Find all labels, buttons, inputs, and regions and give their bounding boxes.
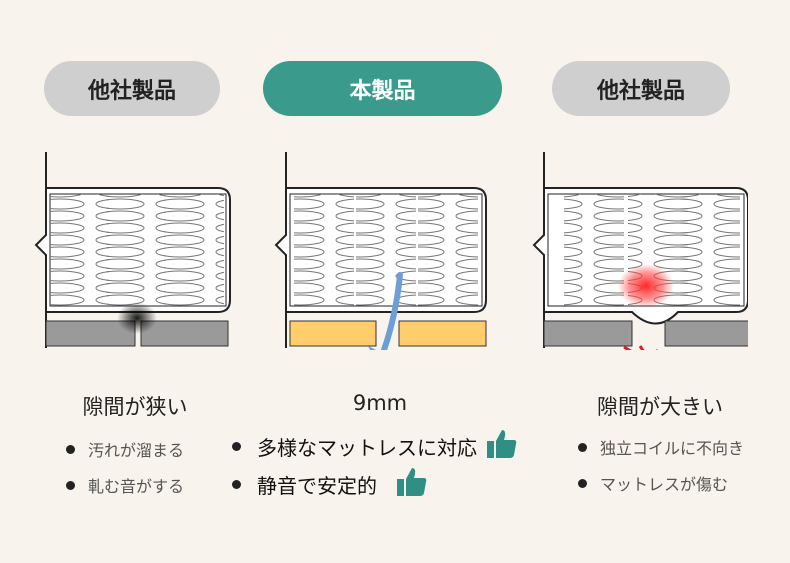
bullet-icon: [66, 444, 75, 454]
list-item: 静音で安定的: [232, 465, 519, 503]
bullet-icon: [578, 442, 587, 452]
down-arrow-icon: [368, 272, 403, 350]
left-points-list: 汚れが溜まる 軋む音がする: [66, 431, 184, 503]
mattress-diagram-center: [270, 150, 490, 350]
thumbs-up-icon: [485, 427, 519, 466]
label-our-product: 本製品: [263, 61, 502, 116]
center-points-list: 多様なマットレスに対応 静音で安定的: [232, 427, 519, 503]
mattress-diagram-right: [528, 150, 748, 350]
thumbs-up-icon: [395, 465, 429, 504]
caption-center-gap: 9mm: [352, 391, 408, 415]
caption-left: 隙間が狭い: [82, 395, 188, 419]
caption-right: 隙間が大きい: [597, 395, 723, 419]
list-item: 多様なマットレスに対応: [232, 427, 519, 465]
list-item: 汚れが溜まる: [66, 431, 184, 467]
bullet-icon: [232, 441, 241, 451]
list-item: 独立コイルに不向き: [578, 429, 744, 465]
label-other-left: 他社製品: [44, 61, 220, 116]
right-points-list: 独立コイルに不向き マットレスが傷む: [578, 429, 744, 501]
list-item: 軋む音がする: [66, 467, 184, 503]
bullet-icon: [232, 479, 241, 489]
mattress-diagram-left: [30, 150, 250, 350]
label-other-right: 他社製品: [552, 61, 730, 116]
impact-lines-icon: [623, 345, 658, 350]
list-item: マットレスが傷む: [578, 465, 744, 501]
bullet-icon: [66, 480, 75, 490]
bullet-icon: [578, 478, 587, 488]
